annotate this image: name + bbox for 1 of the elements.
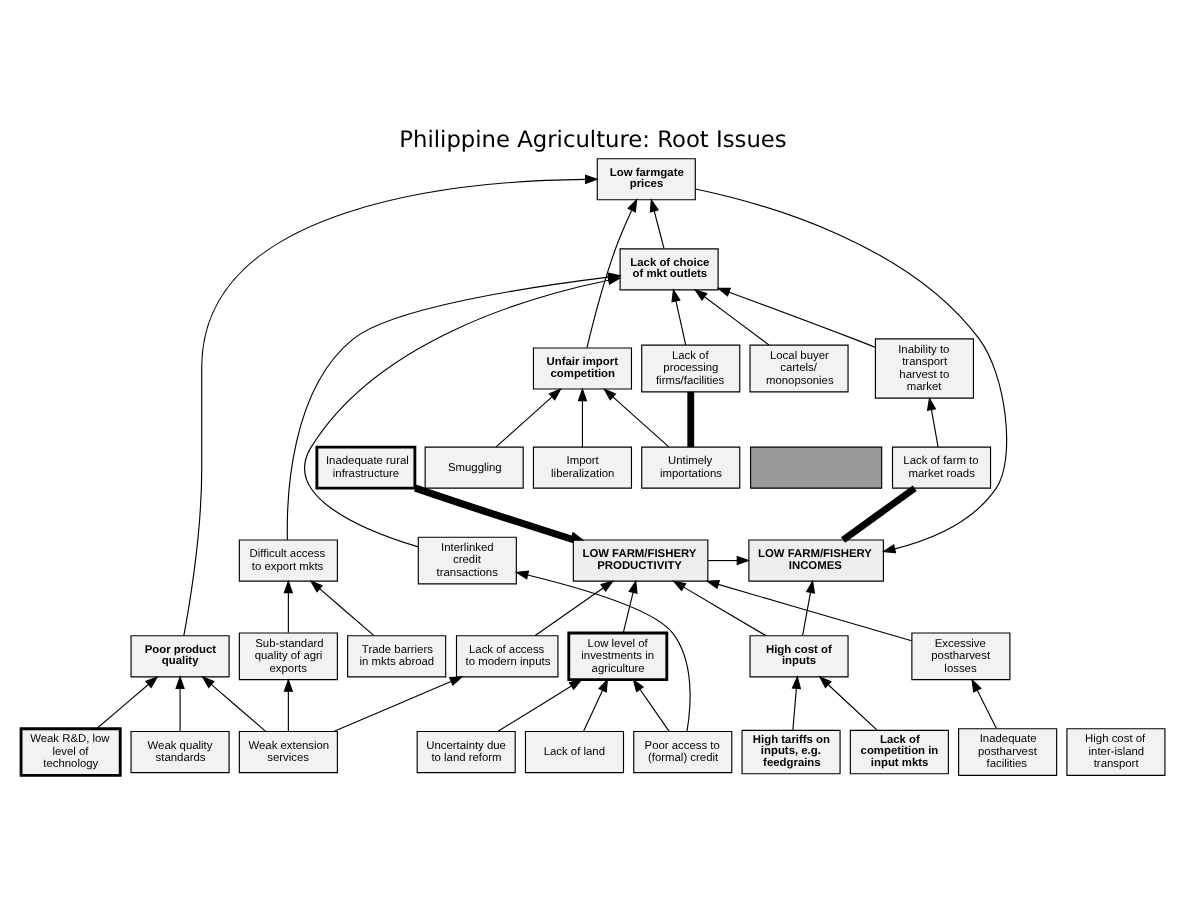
diagram-title: Philippine Agriculture: Root Issues: [399, 124, 787, 153]
